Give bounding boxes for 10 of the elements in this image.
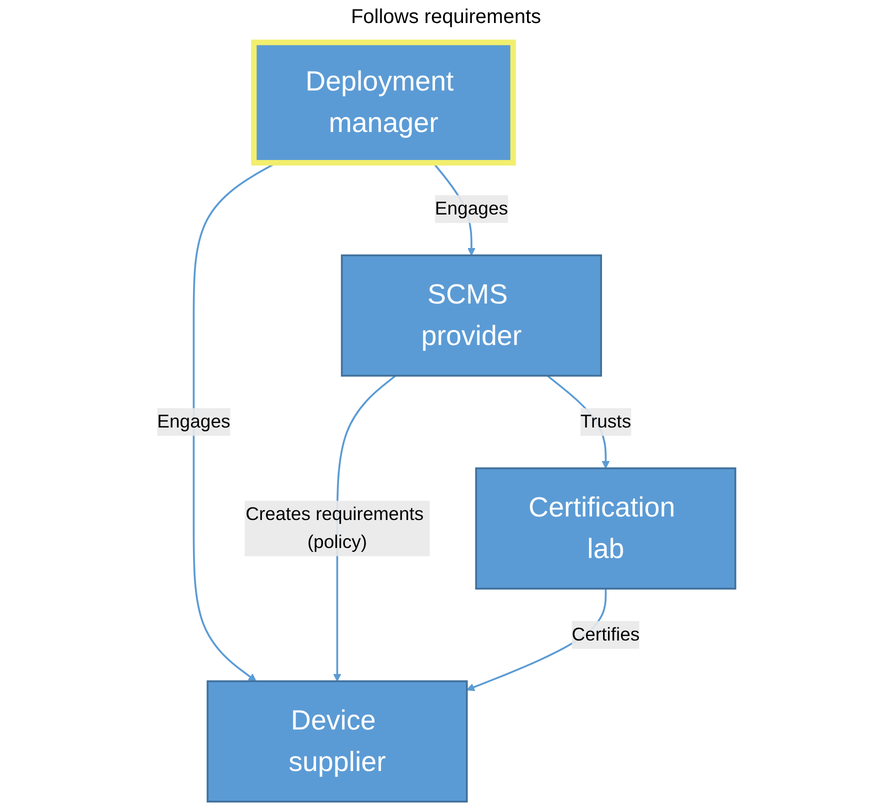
edge-label: Creates requirements (policy) <box>245 504 424 553</box>
edge-label: Certifies <box>572 624 640 646</box>
edge-label: Engages <box>434 198 508 220</box>
node-box: Certification lab <box>474 467 736 590</box>
edge-label: Engages <box>156 412 230 432</box>
node-box: Device supplier <box>206 680 468 803</box>
node-box: Deployment manager <box>250 40 516 166</box>
node-box: SCMS provider <box>340 254 602 377</box>
note-text: Follows requirements <box>350 6 542 29</box>
edge-label: Trusts <box>580 412 631 432</box>
